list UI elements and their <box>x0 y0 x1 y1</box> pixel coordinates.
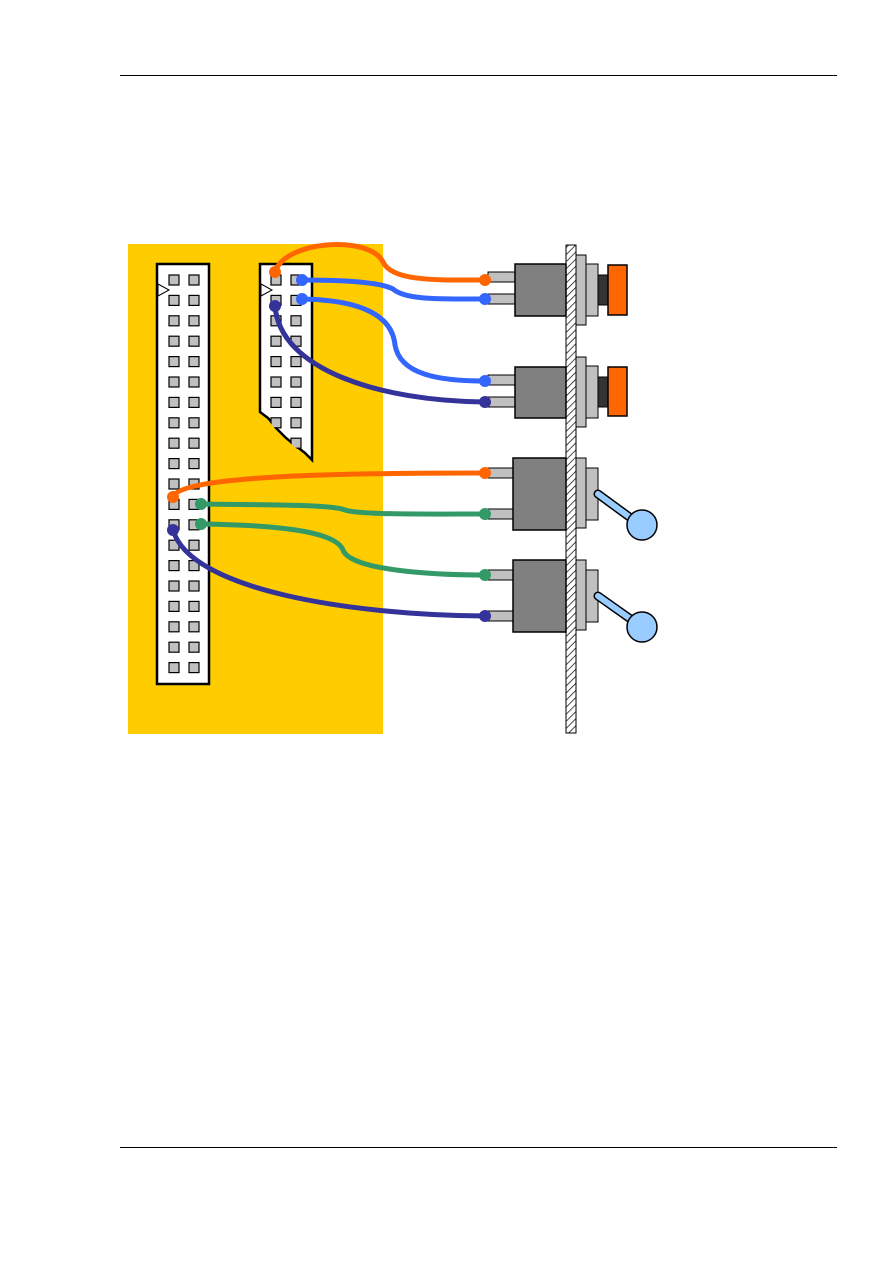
connector-pin <box>270 356 282 368</box>
solder-dot-icon <box>195 498 207 510</box>
solder-dot-icon <box>479 274 491 286</box>
solder-dot-icon <box>479 569 491 581</box>
front-panel <box>565 244 577 734</box>
connector-pin <box>168 376 180 388</box>
connector-pin <box>168 458 180 470</box>
connector-pin <box>290 315 302 327</box>
connector-pin <box>168 417 180 429</box>
large-header-pins <box>168 274 200 674</box>
connector-pin <box>188 274 200 286</box>
connector-pin <box>188 437 200 449</box>
connector-pin <box>188 294 200 306</box>
connector-pin <box>168 315 180 327</box>
connector-pin <box>188 356 200 368</box>
wire-blue-middle <box>299 296 488 384</box>
connector-pin <box>188 661 200 674</box>
solder-dot-icon <box>479 293 491 305</box>
solder-dot-icon <box>269 266 281 278</box>
connector-pin <box>188 458 200 470</box>
connector-pin <box>188 600 200 613</box>
connector-pin <box>168 621 180 633</box>
connector-pin <box>168 335 180 347</box>
connector-pin <box>168 356 180 368</box>
solder-dot-icon <box>479 396 491 408</box>
toggle-knob-icon <box>626 509 658 541</box>
solder-dot-icon <box>167 491 179 503</box>
connector-pin <box>188 539 200 551</box>
wire-endpoints <box>167 266 491 622</box>
solder-dot-icon <box>269 300 281 312</box>
pin1-marker-icon <box>157 283 171 297</box>
wire-orange-bottom <box>170 470 488 500</box>
connector-pin <box>290 396 302 408</box>
connector-pin <box>168 559 180 572</box>
connector-pin <box>270 335 282 347</box>
large-header-connector <box>155 262 211 686</box>
button-cap-icon <box>607 264 628 316</box>
connector-pin <box>188 417 200 429</box>
connector-pin <box>188 641 200 653</box>
solder-dot-icon <box>195 518 207 530</box>
pin1-marker-icon <box>260 283 274 297</box>
connector-pin <box>168 478 180 490</box>
connector-pin <box>188 396 200 408</box>
connector-pin <box>188 580 200 592</box>
connector-pin <box>168 396 180 408</box>
push-button-switch-1 <box>487 254 628 326</box>
connector-pin <box>168 274 180 286</box>
connector-pin <box>188 376 200 388</box>
solder-dot-icon <box>479 375 491 387</box>
wire-green-bottom <box>198 521 488 578</box>
wire-blue-top <box>299 277 488 302</box>
solder-dot-icon <box>296 293 308 305</box>
solder-dot-icon <box>167 524 179 536</box>
wire-orange-top <box>272 242 488 283</box>
toggle-knob-icon <box>626 611 658 643</box>
solder-dot-icon <box>479 508 491 520</box>
header-rule <box>120 75 837 76</box>
connector-pin <box>290 376 302 388</box>
solder-dot-icon <box>296 274 308 286</box>
solder-dot-icon <box>479 467 491 479</box>
connector-pin <box>168 641 180 653</box>
connector-pin <box>168 661 180 674</box>
connector-pin <box>270 376 282 388</box>
button-cap-icon <box>607 366 628 417</box>
toggle-switch-2 <box>487 559 658 643</box>
connector-pin <box>188 315 200 327</box>
connector-pin <box>168 600 180 613</box>
toggle-switch-1 <box>487 457 658 541</box>
wire-navy-top <box>272 303 488 405</box>
connector-pin <box>168 437 180 449</box>
connector-pin <box>290 356 302 368</box>
wire-green-top <box>198 501 488 517</box>
connector-pin <box>168 580 180 592</box>
wires <box>170 242 488 619</box>
connector-pin <box>188 335 200 347</box>
connector-pin <box>290 417 302 429</box>
connector-pin <box>168 294 180 306</box>
connector-pin <box>270 396 282 408</box>
solder-dot-icon <box>479 610 491 622</box>
footer-rule <box>120 1147 837 1148</box>
connector-pin <box>188 621 200 633</box>
push-button-switch-2 <box>487 356 628 428</box>
connector-pin <box>270 417 282 429</box>
wire-navy-bottom <box>170 527 488 619</box>
